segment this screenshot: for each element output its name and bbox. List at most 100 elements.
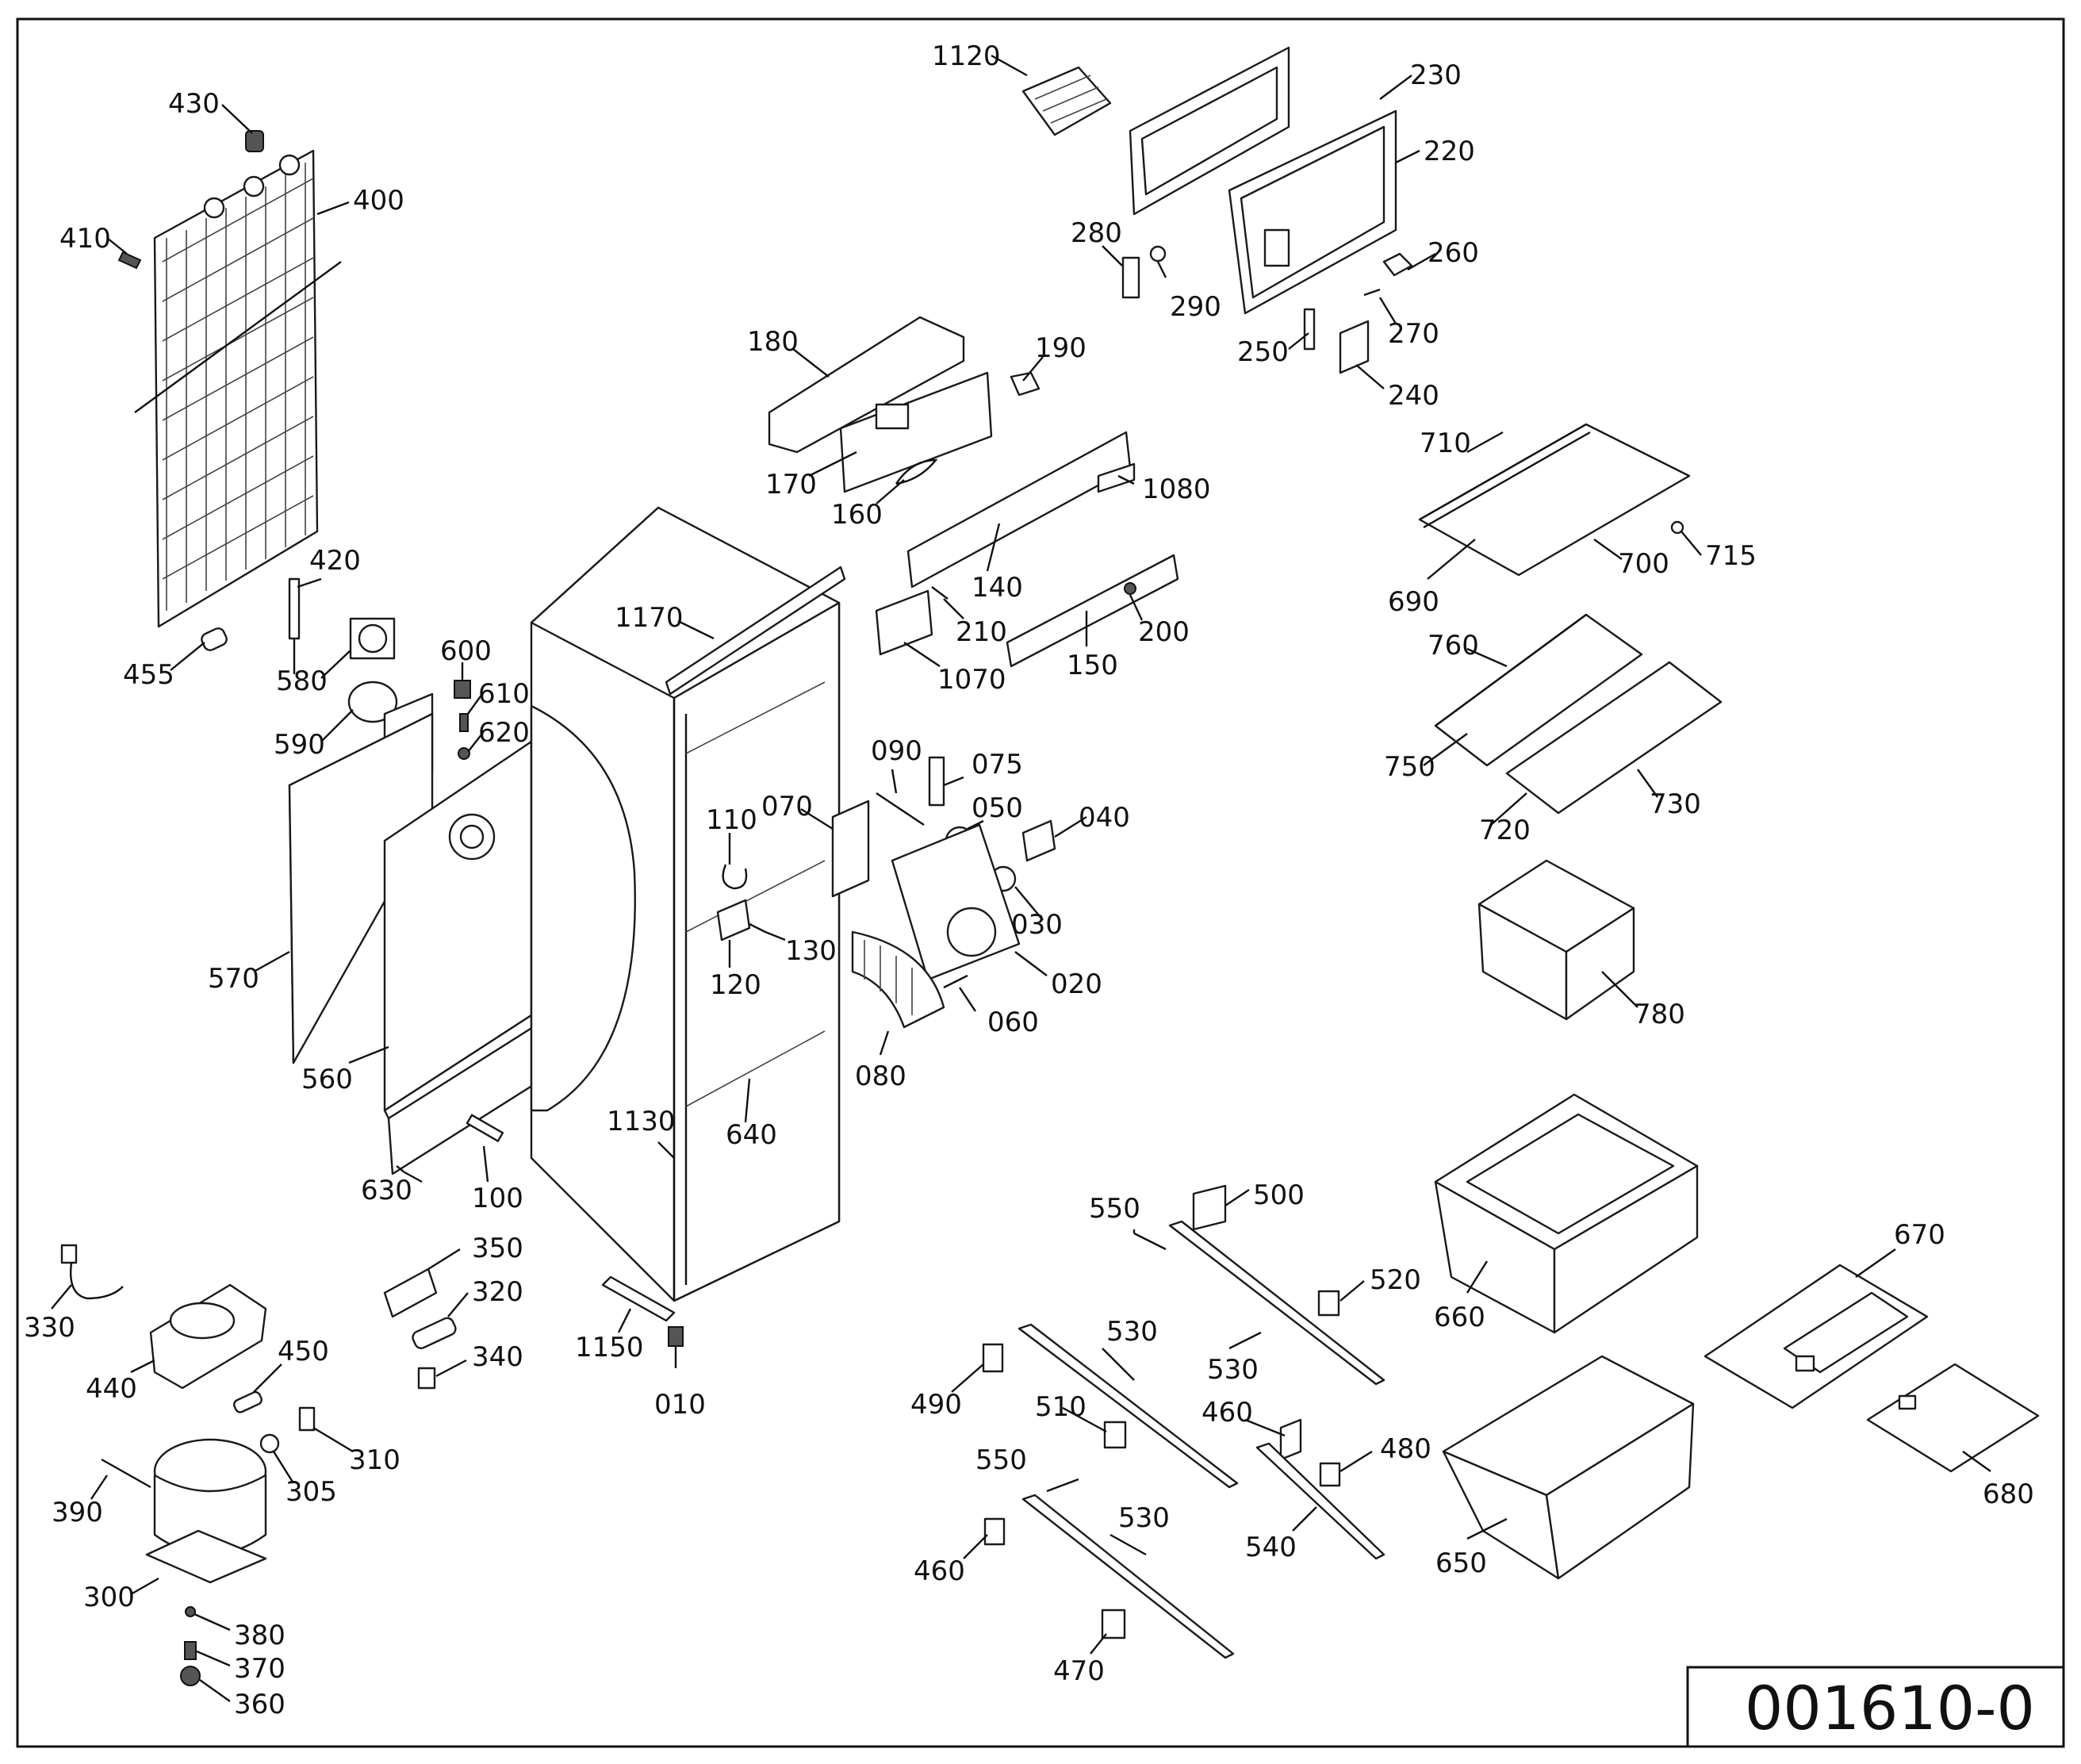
label-080: 080 — [855, 1060, 906, 1092]
label-1070: 1070 — [937, 664, 1006, 696]
label-530-right: 530 — [1207, 1354, 1259, 1386]
housing-180 — [768, 316, 965, 454]
label-710: 710 — [1420, 428, 1471, 459]
washer-620 — [458, 747, 470, 760]
ring-040 — [1021, 819, 1056, 862]
plug-340 — [417, 1367, 436, 1390]
lamp-110 — [722, 864, 748, 890]
label-455: 455 — [123, 659, 174, 691]
tray-670 — [1704, 1264, 1929, 1409]
label-110: 110 — [706, 804, 757, 836]
label-690: 690 — [1388, 586, 1439, 618]
label-170: 170 — [765, 469, 817, 500]
label-075: 075 — [972, 749, 1023, 780]
label-420: 420 — [309, 545, 361, 577]
clip-380 — [185, 1606, 196, 1617]
label-750: 750 — [1384, 751, 1435, 783]
label-600: 600 — [440, 635, 492, 667]
pin-090 — [876, 792, 925, 826]
label-760: 760 — [1428, 630, 1479, 662]
label-400: 400 — [353, 185, 404, 217]
drawing-frame — [16, 17, 2065, 1748]
label-730: 730 — [1650, 788, 1701, 820]
bolt-370 — [184, 1641, 197, 1660]
label-140: 140 — [972, 572, 1023, 604]
label-160: 160 — [831, 499, 883, 531]
thermostat-housing-020 — [891, 823, 1021, 981]
rail-530a — [1168, 1220, 1385, 1386]
compressor-300 — [145, 1438, 267, 1584]
cable-160 — [895, 458, 938, 485]
screw-130 — [749, 922, 766, 934]
label-390: 390 — [52, 1497, 103, 1528]
rail-530b — [1018, 1323, 1239, 1489]
pipe-390 — [101, 1458, 151, 1489]
crisper-780 — [1477, 859, 1635, 1021]
pin-290 — [1149, 245, 1167, 263]
foot-010 — [668, 1326, 684, 1347]
label-480: 480 — [1380, 1433, 1431, 1465]
screw-630 — [404, 1171, 423, 1183]
label-150: 150 — [1067, 650, 1118, 681]
capacitor-320 — [412, 1317, 457, 1349]
shelf-750 — [1434, 613, 1643, 767]
bracket-480 — [1319, 1462, 1341, 1487]
label-010: 010 — [654, 1389, 706, 1421]
label-290: 290 — [1170, 291, 1221, 323]
drawer-660 — [1434, 1093, 1699, 1334]
leader-lines — [51, 54, 1991, 1702]
fan-ring-590 — [347, 681, 398, 723]
label-640: 640 — [726, 1119, 777, 1151]
cap-310 — [298, 1406, 316, 1432]
box-440 — [149, 1283, 267, 1390]
label-430: 430 — [168, 88, 220, 120]
label-1150: 1150 — [575, 1332, 644, 1363]
diffuser-080 — [851, 930, 945, 1029]
label-130: 130 — [785, 935, 837, 967]
label-180: 180 — [747, 326, 799, 358]
bar-1070 — [875, 589, 933, 656]
relay-350 — [383, 1267, 438, 1318]
door-220 — [1228, 109, 1397, 315]
label-550-top: 550 — [1089, 1193, 1140, 1225]
tube-100 — [466, 1114, 504, 1142]
label-520: 520 — [1370, 1264, 1421, 1296]
drawing-code-box: 001610-0 — [1686, 1666, 2065, 1748]
label-050: 050 — [972, 792, 1023, 824]
bracket-460a — [1279, 1418, 1302, 1461]
label-200: 200 — [1138, 616, 1190, 648]
part-labels: 1120 230 220 280 290 260 270 250 240 430… — [24, 40, 2034, 1720]
pin-550a — [1133, 1232, 1167, 1251]
label-1170: 1170 — [615, 602, 684, 634]
bracket-490 — [982, 1343, 1004, 1373]
bracket-120 — [716, 899, 751, 941]
label-260: 260 — [1428, 237, 1479, 269]
label-720: 720 — [1479, 815, 1531, 846]
tube-455 — [201, 627, 228, 651]
screw-060 — [943, 974, 968, 989]
label-610: 610 — [478, 678, 530, 710]
label-460-middle: 460 — [1201, 1397, 1253, 1428]
label-380: 380 — [234, 1620, 286, 1651]
label-450: 450 — [278, 1336, 329, 1367]
pin-550b — [1046, 1478, 1079, 1493]
label-680: 680 — [1983, 1478, 2034, 1510]
fan-580 — [349, 617, 396, 660]
label-250: 250 — [1237, 336, 1289, 368]
stopper-715 — [1670, 520, 1684, 535]
condenser-400 — [134, 149, 342, 628]
controller-170 — [839, 371, 993, 493]
label-340: 340 — [472, 1341, 523, 1373]
shelf-720 — [1505, 661, 1723, 815]
label-280: 280 — [1071, 217, 1122, 249]
label-470: 470 — [1053, 1655, 1105, 1687]
label-210: 210 — [956, 616, 1007, 648]
label-1130: 1130 — [607, 1106, 676, 1137]
label-350: 350 — [472, 1233, 523, 1264]
label-120: 120 — [710, 969, 761, 1001]
handle-250 — [1303, 308, 1316, 351]
label-305: 305 — [286, 1476, 337, 1508]
label-220: 220 — [1424, 136, 1475, 167]
power-cord-330 — [60, 1244, 124, 1300]
